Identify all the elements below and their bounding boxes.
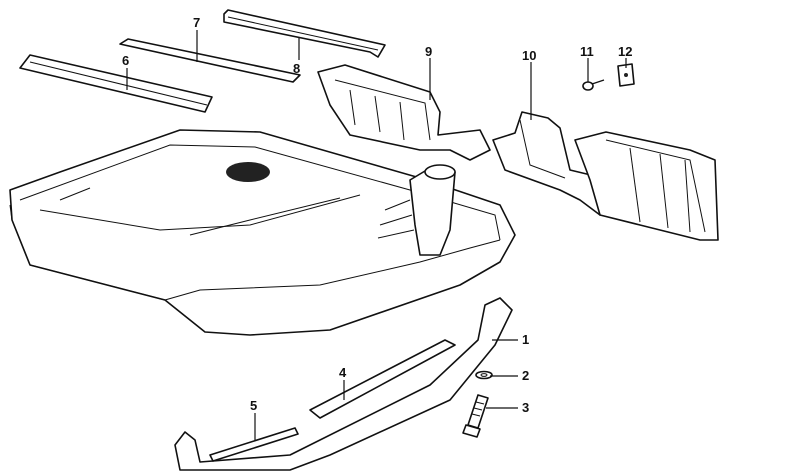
- part-12-clip-nut: [617, 63, 635, 87]
- part-3-bolt: [462, 394, 489, 438]
- callout-12: 12: [618, 44, 632, 59]
- callout-1: 1: [522, 332, 529, 347]
- callout-8: 8: [293, 61, 300, 76]
- callout-9: 9: [425, 44, 432, 59]
- callout-2: 2: [522, 368, 529, 383]
- callout-labels: 7 6 8 9 10 11 12 1 2 3 4 5: [122, 15, 632, 415]
- callout-3: 3: [522, 400, 529, 415]
- part-2-washer: [475, 370, 493, 380]
- callout-10: 10: [522, 48, 536, 63]
- sender-unit-icon: [226, 162, 270, 182]
- part-4-pad: [309, 339, 456, 419]
- part-6-strip: [19, 54, 213, 113]
- part-7-strip: [119, 38, 301, 83]
- right-heat-shield: [574, 131, 719, 241]
- callout-4: 4: [339, 365, 347, 380]
- part-5-pad: [209, 427, 299, 462]
- part-9-shield: [317, 64, 491, 161]
- callout-5: 5: [250, 398, 257, 413]
- leader-lines: [126, 30, 627, 440]
- callout-7: 7: [193, 15, 200, 30]
- fuel-tank: [9, 129, 516, 336]
- part-1-strap: [174, 297, 513, 471]
- callout-6: 6: [122, 53, 129, 68]
- callout-11: 11: [580, 44, 594, 59]
- part-11-screw: [582, 79, 605, 91]
- part-8-strip: [223, 9, 386, 58]
